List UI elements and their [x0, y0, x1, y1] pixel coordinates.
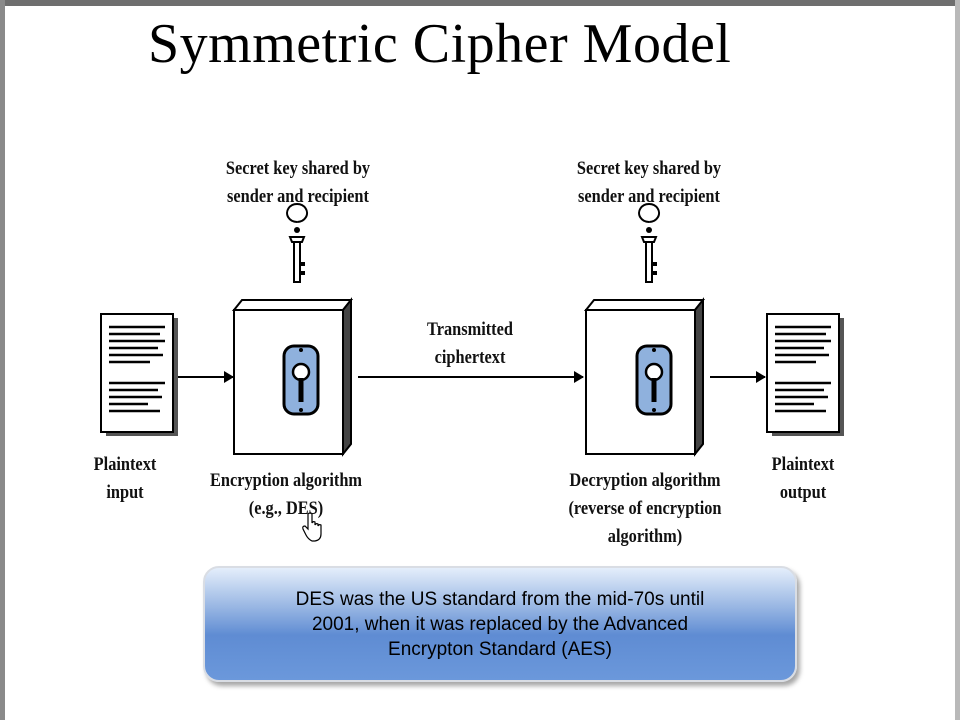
- hand-cursor-icon: [302, 512, 322, 542]
- des-info-callout: DES was the US standard from the mid-70s…: [203, 566, 797, 682]
- window-left-edge: [0, 0, 5, 720]
- plaintext-output-label: Plaintext output: [771, 454, 835, 503]
- secret-key-label-left: Secret key shared by sender and recipien…: [225, 158, 371, 207]
- decryption-algorithm-label: Decryption algorithm (reverse of encrypt…: [568, 470, 722, 547]
- plaintext-output-document: [766, 313, 844, 436]
- callout-text: DES was the US standard from the mid-70s…: [240, 587, 760, 662]
- decryption-algorithm-box: [583, 297, 706, 457]
- encryption-algorithm-box: [231, 297, 354, 457]
- lock-icon: [635, 344, 673, 416]
- secret-key-label-right: Secret key shared by sender and recipien…: [576, 158, 722, 207]
- lock-icon: [282, 344, 320, 416]
- callout-line: Encrypton Standard (AES): [388, 638, 612, 660]
- key-icon: [286, 203, 309, 283]
- callout-line: 2001, when it was replaced by the Advanc…: [311, 613, 689, 635]
- slide-title: Symmetric Cipher Model: [148, 13, 732, 75]
- transmitted-ciphertext-label: Transmitted ciphertext: [427, 319, 513, 368]
- window-right-edge: [955, 0, 960, 720]
- callout-line: DES was the US standard from the mid-70s…: [295, 588, 705, 610]
- key-icon: [638, 203, 661, 283]
- plaintext-input-document: [100, 313, 178, 436]
- plaintext-input-label: Plaintext input: [93, 454, 157, 503]
- encryption-algorithm-label: Encryption algorithm (e.g., DES): [209, 470, 363, 519]
- window-top-edge: [0, 0, 960, 6]
